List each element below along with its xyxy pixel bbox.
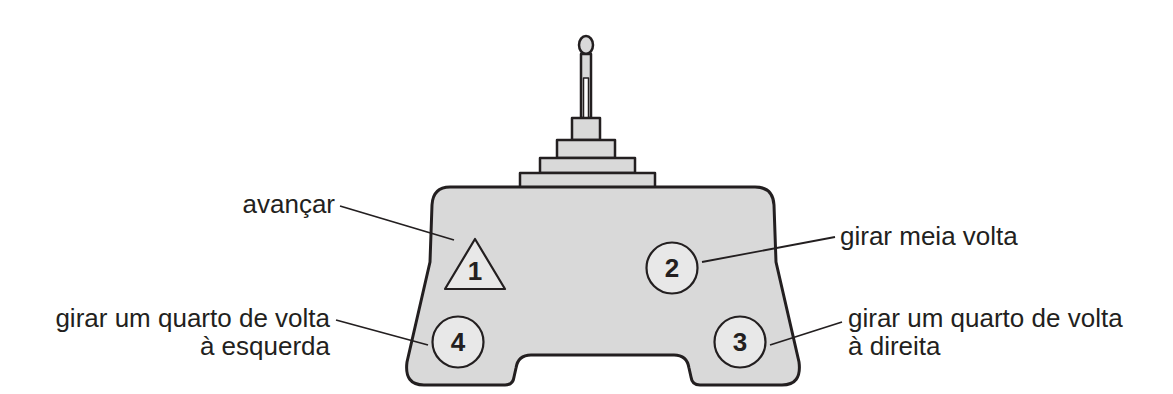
antenna-tip [579,36,593,54]
forward-button: 1 [442,236,508,292]
function-label: avançar [238,190,335,218]
right-turn-button: 3 [713,315,767,369]
triangle-button [445,239,505,289]
antenna-rod-highlight [584,78,589,118]
function-label: girar meia volta [840,222,1022,250]
leader-line [702,237,835,262]
leader-line [340,206,454,240]
button-number: 3 [733,329,747,355]
remote-body [407,187,800,385]
leader-line [770,322,842,345]
function-label: girar um quarto de volta à esquerda [51,304,330,360]
round-button [715,317,766,368]
left-turn-button: 4 [431,315,485,369]
button-number: 1 [468,258,482,284]
round-button [433,317,484,368]
antenna-step [540,158,635,173]
half-turn-button: 2 [645,241,699,295]
antenna-base [572,118,600,140]
antenna-rod [581,54,591,118]
antenna-step [557,140,615,158]
function-label: girar um quarto de volta à direita [848,304,1127,360]
button-number: 4 [451,329,465,355]
round-button [647,243,698,294]
button-number: 2 [665,255,679,281]
leader-line [336,320,428,345]
